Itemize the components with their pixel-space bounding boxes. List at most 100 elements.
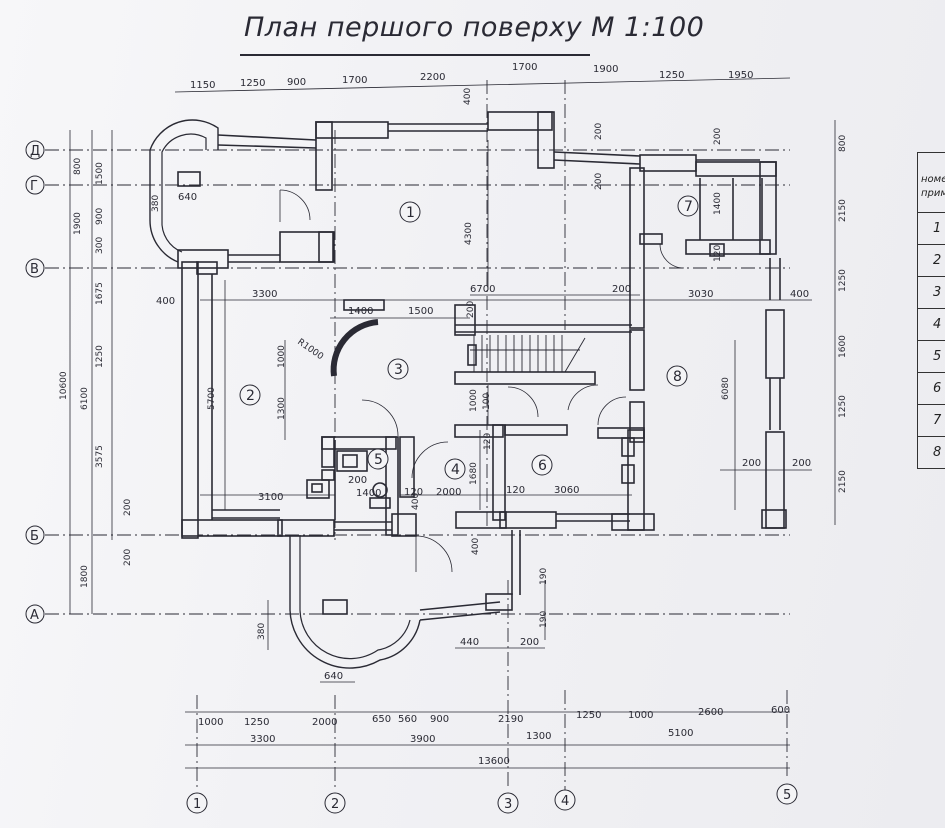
dim-in-17: 1680 bbox=[469, 462, 479, 485]
dim-left-6: 1675 bbox=[95, 282, 105, 305]
axis-V: В bbox=[30, 262, 39, 277]
dim-in-42: 200 bbox=[792, 458, 811, 469]
inner-dimensions: 3300 6700 200 3030 400 400 1400 1500 200… bbox=[156, 88, 811, 682]
dim-in-21: 120 bbox=[506, 485, 525, 496]
dim-top-7: 1900 bbox=[593, 64, 618, 75]
dim-in-24: 200 bbox=[348, 475, 367, 486]
dim-in-40: 6080 bbox=[721, 377, 731, 400]
dim-in-43: 400 bbox=[411, 493, 421, 510]
dim-left-1: 800 bbox=[73, 158, 83, 175]
room-7: 7 bbox=[684, 199, 693, 215]
dim-bot2-2: 3900 bbox=[410, 734, 435, 745]
dim-in-35: 200 bbox=[594, 123, 604, 140]
dim-left-3: 1900 bbox=[73, 212, 83, 235]
table-header: номер прим bbox=[918, 153, 945, 213]
dim-in-28: 190 bbox=[539, 611, 549, 628]
dim-bot-2: 1250 bbox=[244, 717, 269, 728]
dim-left-12: 10600 bbox=[59, 371, 69, 400]
dim-in-39: 120 bbox=[713, 245, 723, 262]
dim-right-5: 1250 bbox=[838, 395, 848, 418]
axis-4: 4 bbox=[561, 794, 569, 809]
dim-in-18: 120 bbox=[483, 433, 493, 450]
dim-left-2: 1500 bbox=[95, 162, 105, 185]
dim-in-16: 1000 bbox=[469, 389, 479, 412]
title-underline bbox=[240, 54, 590, 56]
dim-top-1: 1150 bbox=[190, 80, 215, 91]
dim-left-14: 380 bbox=[151, 195, 161, 212]
dim-left-8: 3575 bbox=[95, 445, 105, 468]
walls bbox=[149, 111, 787, 669]
dim-bot-7: 2190 bbox=[498, 714, 523, 725]
dim-in-37: 200 bbox=[713, 128, 723, 145]
dim-in-32: 640 bbox=[178, 192, 197, 203]
dim-in-22: 3060 bbox=[554, 485, 579, 496]
dim-in-34: 400 bbox=[463, 88, 473, 105]
dim-in-25: 1400 bbox=[356, 488, 381, 499]
dim-in-6: 400 bbox=[156, 296, 175, 307]
dim-in-26: 400 bbox=[471, 538, 481, 555]
room-1: 1 bbox=[406, 205, 415, 221]
top-dimensions: 1150 1250 900 1700 2200 1700 1900 1250 1… bbox=[190, 62, 753, 91]
room-6: 6 bbox=[538, 458, 547, 474]
axis-5: 5 bbox=[783, 788, 791, 803]
table-row: 6 bbox=[918, 373, 945, 405]
dim-in-7: 1400 bbox=[348, 306, 373, 317]
dim-in-5: 400 bbox=[790, 289, 809, 300]
dim-bot-5: 560 bbox=[398, 714, 417, 725]
table-row: 5 bbox=[918, 341, 945, 373]
table-row: 2 bbox=[918, 245, 945, 277]
right-dimensions: 800 2150 1250 1600 1250 2150 bbox=[838, 135, 848, 493]
dim-in-31: 640 bbox=[324, 671, 343, 682]
dim-in-27: 190 bbox=[539, 568, 549, 585]
room-numbers: 1 2 3 4 5 6 7 8 bbox=[246, 199, 693, 478]
staircase bbox=[470, 335, 586, 373]
dim-left-13: 6100 bbox=[80, 387, 90, 410]
axis-G: Г bbox=[30, 179, 38, 194]
table-row: 7 bbox=[918, 405, 945, 437]
axis-B: Б bbox=[30, 529, 39, 544]
dim-in-15: 100 bbox=[482, 393, 492, 410]
dim-in-1: 3300 bbox=[252, 289, 277, 300]
dim-bot-3: 2000 bbox=[312, 717, 337, 728]
dim-in-11: 1000 bbox=[277, 345, 287, 368]
table-row: 8 bbox=[918, 437, 945, 469]
axis-1: 1 bbox=[193, 797, 201, 812]
dim-bot-4: 650 bbox=[372, 714, 391, 725]
letter-axes-lines bbox=[45, 149, 790, 615]
dimension-lines bbox=[69, 77, 836, 769]
dim-in-9: 200 bbox=[466, 301, 476, 318]
room-8: 8 bbox=[673, 369, 682, 385]
dim-in-4: 3030 bbox=[688, 289, 713, 300]
dim-bot-11: 600 bbox=[771, 705, 790, 716]
dim-left-11: 1800 bbox=[80, 565, 90, 588]
dim-in-14: 4300 bbox=[464, 222, 474, 245]
axis-3: 3 bbox=[504, 797, 512, 812]
dim-right-4: 1600 bbox=[838, 335, 848, 358]
dim-in-10: R1000 bbox=[295, 337, 325, 362]
dim-in-36: 200 bbox=[594, 173, 604, 190]
table-row: 1 bbox=[918, 213, 945, 245]
dim-right-3: 1250 bbox=[838, 269, 848, 292]
dim-top-2: 1250 bbox=[240, 78, 265, 89]
dim-top-4: 1700 bbox=[342, 75, 367, 86]
dim-left-4: 900 bbox=[95, 208, 105, 225]
dim-in-38: 1400 bbox=[713, 192, 723, 215]
plan-title: План першого поверху М 1:100 bbox=[244, 12, 705, 43]
dim-in-23: 3100 bbox=[258, 492, 283, 503]
dim-in-29: 440 bbox=[460, 637, 479, 648]
dim-right-1: 800 bbox=[838, 135, 848, 152]
dim-in-3: 200 bbox=[612, 284, 631, 295]
dim-right-2: 2150 bbox=[838, 199, 848, 222]
dim-bot-6: 900 bbox=[430, 714, 449, 725]
left-dimensions: 800 1500 1900 900 300 1675 1250 3575 200… bbox=[59, 158, 161, 588]
bottom-dimensions-row1: 1000 1250 2000 650 560 900 2190 1250 100… bbox=[198, 705, 790, 728]
dim-in-41: 200 bbox=[742, 458, 761, 469]
table-row: 3 bbox=[918, 277, 945, 309]
dim-bot-10: 2600 bbox=[698, 707, 723, 718]
dim-bot2-1: 3300 bbox=[250, 734, 275, 745]
dim-bot-1: 1000 bbox=[198, 717, 223, 728]
dim-top-8: 1250 bbox=[659, 70, 684, 81]
dim-top-9: 1950 bbox=[728, 70, 753, 81]
